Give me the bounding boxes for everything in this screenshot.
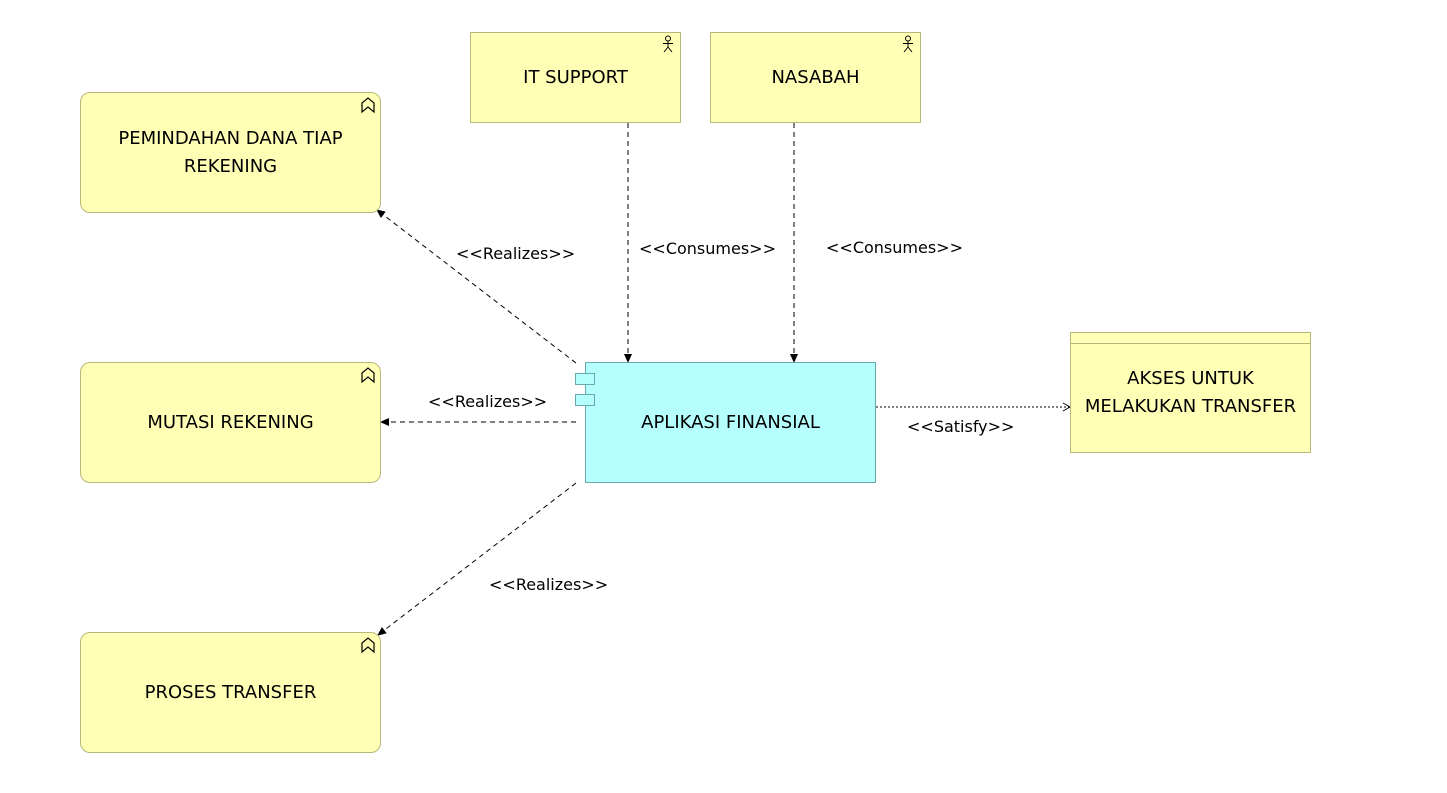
edge-label-realizes: <<Realizes>> [489, 575, 609, 594]
function-label: PROSES TRANSFER [144, 681, 317, 703]
actor-label: IT SUPPORT [523, 66, 628, 88]
actor-icon [903, 35, 913, 53]
component-aplikasi-finansial[interactable]: APLIKASI FINANSIAL [575, 362, 876, 483]
actor-icon [663, 35, 673, 53]
function-chevron-icon [361, 637, 375, 654]
realizes-edge-pemindahan[interactable] [376, 209, 577, 364]
realizes-edge-proses[interactable] [377, 482, 577, 636]
edge-label-satisfy: <<Satisfy>> [907, 417, 1015, 436]
actor-it-support[interactable]: IT SUPPORT [470, 32, 681, 123]
component-label: APLIKASI FINANSIAL [641, 411, 820, 433]
edge-label-realizes: <<Realizes>> [456, 244, 576, 263]
function-label: PEMINDAHAN DANA TIAP REKENING [118, 127, 343, 177]
edge-label-consumes: <<Consumes>> [639, 239, 776, 258]
requirement-akses-transfer[interactable]: AKSES UNTUK MELAKUKAN TRANSFER [1070, 332, 1311, 453]
function-chevron-icon [361, 97, 375, 114]
function-label: MUTASI REKENING [147, 411, 314, 433]
requirement-label: AKSES UNTUK MELAKUKAN TRANSFER [1084, 367, 1297, 417]
edge-label-consumes: <<Consumes>> [826, 238, 963, 257]
actor-nasabah[interactable]: NASABAH [710, 32, 921, 123]
requirement-divider [1071, 343, 1310, 344]
component-icon [575, 394, 595, 406]
function-proses-transfer[interactable]: PROSES TRANSFER [80, 632, 381, 753]
component-icon [575, 373, 595, 385]
function-chevron-icon [361, 367, 375, 384]
edge-label-realizes: <<Realizes>> [428, 392, 548, 411]
function-mutasi-rekening[interactable]: MUTASI REKENING [80, 362, 381, 483]
actor-label: NASABAH [771, 66, 860, 88]
function-pemindahan-dana[interactable]: PEMINDAHAN DANA TIAP REKENING [80, 92, 381, 213]
